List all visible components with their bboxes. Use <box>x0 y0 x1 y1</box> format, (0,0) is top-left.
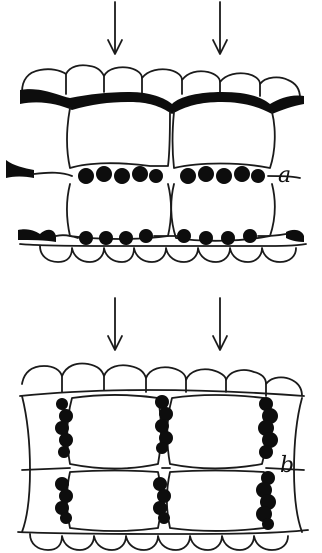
arrow-left-b <box>108 298 122 350</box>
epidermis-bottom-a <box>20 244 306 262</box>
arrow-right-b <box>213 298 227 350</box>
panel-a: a <box>6 2 306 262</box>
panel-label-b: b <box>280 453 294 478</box>
middle-wall-a <box>6 160 300 184</box>
thick-wall-top-a <box>20 89 304 114</box>
panel-b: b <box>18 298 308 550</box>
bead-column-right-b <box>256 397 278 530</box>
arrow-left-a <box>108 2 122 54</box>
epidermis-bottom-b <box>18 530 308 550</box>
epidermis-top-a <box>22 65 300 98</box>
panel-label-a: a <box>278 163 291 188</box>
arrow-right-a <box>213 2 227 54</box>
epidermis-top-b <box>20 364 304 397</box>
cells-lower-row-a <box>67 184 275 241</box>
cells-upper-row-a <box>67 108 275 168</box>
